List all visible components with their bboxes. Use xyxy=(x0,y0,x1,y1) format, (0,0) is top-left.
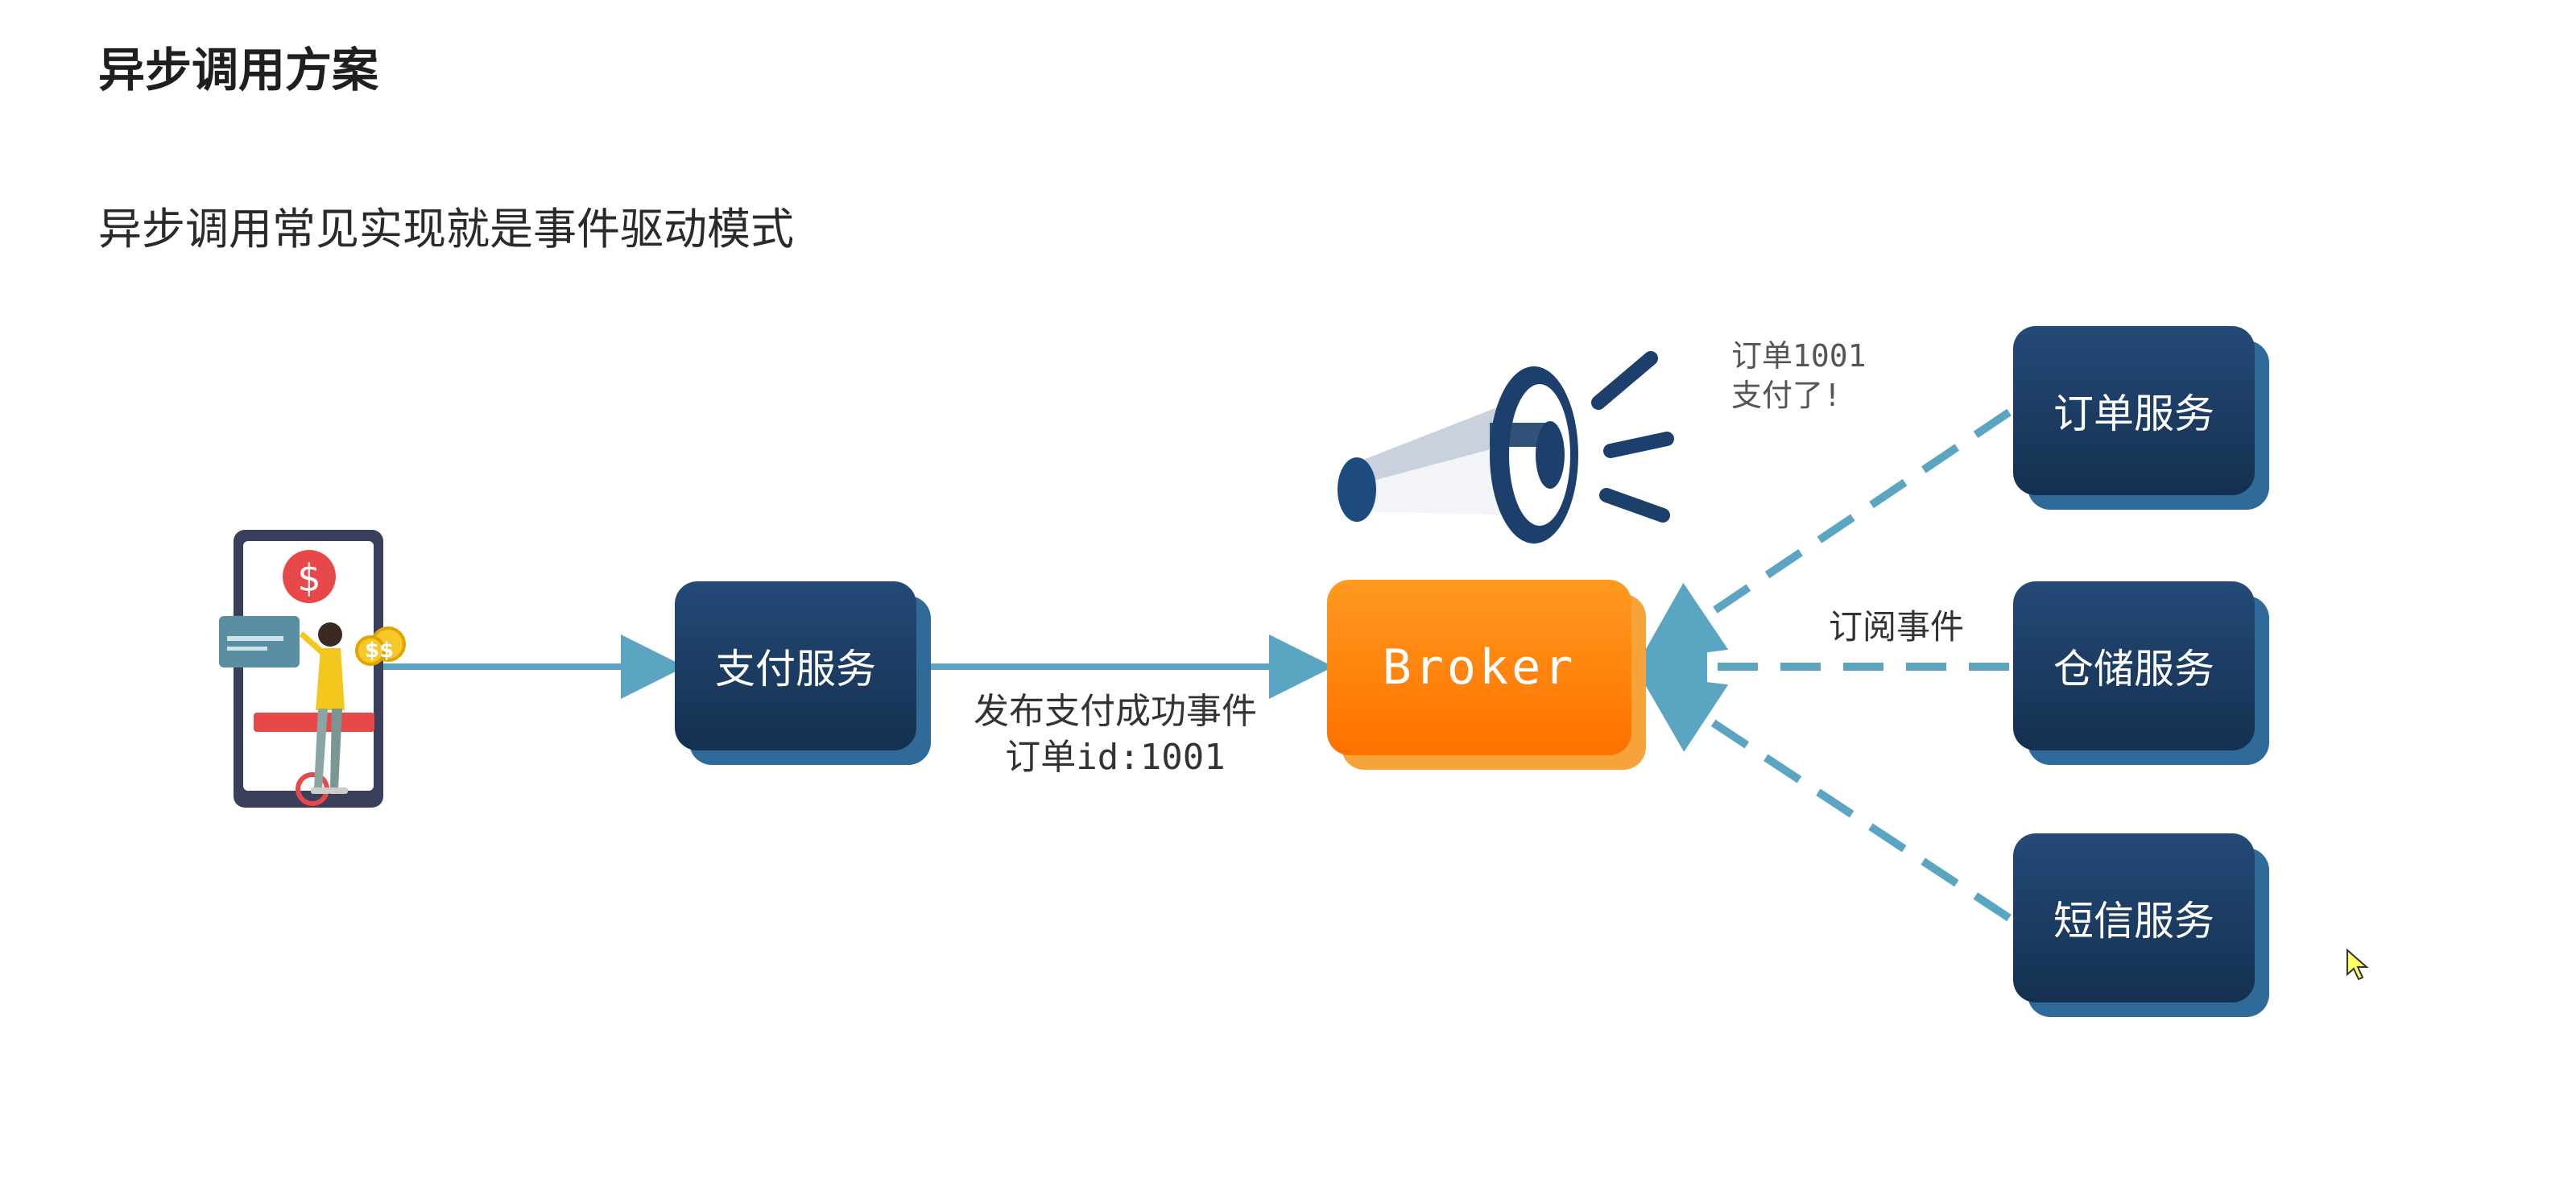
announcement-line-1: 订单1001 xyxy=(1731,338,1867,374)
publish-event-label: 发布支付成功事件 订单id:1001 xyxy=(946,688,1284,780)
order-service-node: 订单服务 xyxy=(2013,326,2269,510)
storage-service-node: 仓储服务 xyxy=(2013,581,2269,765)
announcement-line-2: 支付了! xyxy=(1731,378,1842,414)
person-head xyxy=(318,622,342,647)
announcement-text: 订单1001 支付了! xyxy=(1731,337,1867,416)
sms-service-node: 短信服务 xyxy=(2013,833,2269,1017)
mouse-cursor-icon xyxy=(2347,949,2369,981)
dollar-badge xyxy=(283,550,336,603)
sms-service-label: 短信服务 xyxy=(2013,833,2255,1002)
megaphone-icon xyxy=(1338,351,1674,544)
coin xyxy=(355,635,386,666)
order-service-label: 订单服务 xyxy=(2013,326,2255,495)
order-to-broker-dashed-arrow xyxy=(1639,408,2012,662)
broker-node: Broker xyxy=(1327,580,1646,770)
person-leg xyxy=(314,709,328,789)
credit-card xyxy=(219,616,300,668)
person-shirt xyxy=(316,648,345,710)
page-title: 异步调用方案 xyxy=(98,43,379,97)
coins-icon: $$ xyxy=(365,639,394,663)
person-leg xyxy=(330,709,342,789)
person-arm xyxy=(300,631,327,656)
broker-label: Broker xyxy=(1327,580,1631,755)
payment-service-node: 支付服务 xyxy=(675,581,931,765)
phone-button-bar xyxy=(254,713,374,732)
subscribe-event-label: 订阅事件 xyxy=(1828,607,1964,647)
dollar-icon: $ xyxy=(297,556,320,600)
page-subtitle: 异步调用常见实现就是事件驱动模式 xyxy=(98,204,794,254)
phone-payment-illustration: $ $$ xyxy=(219,530,406,808)
payment-service-label: 支付服务 xyxy=(675,581,916,750)
sms-to-broker-dashed-arrow xyxy=(1639,673,2012,922)
storage-service-label: 仓储服务 xyxy=(2013,581,2255,750)
publish-label-line-2: 订单id:1001 xyxy=(1005,737,1226,779)
publish-label-line-1: 发布支付成功事件 xyxy=(974,691,1257,732)
